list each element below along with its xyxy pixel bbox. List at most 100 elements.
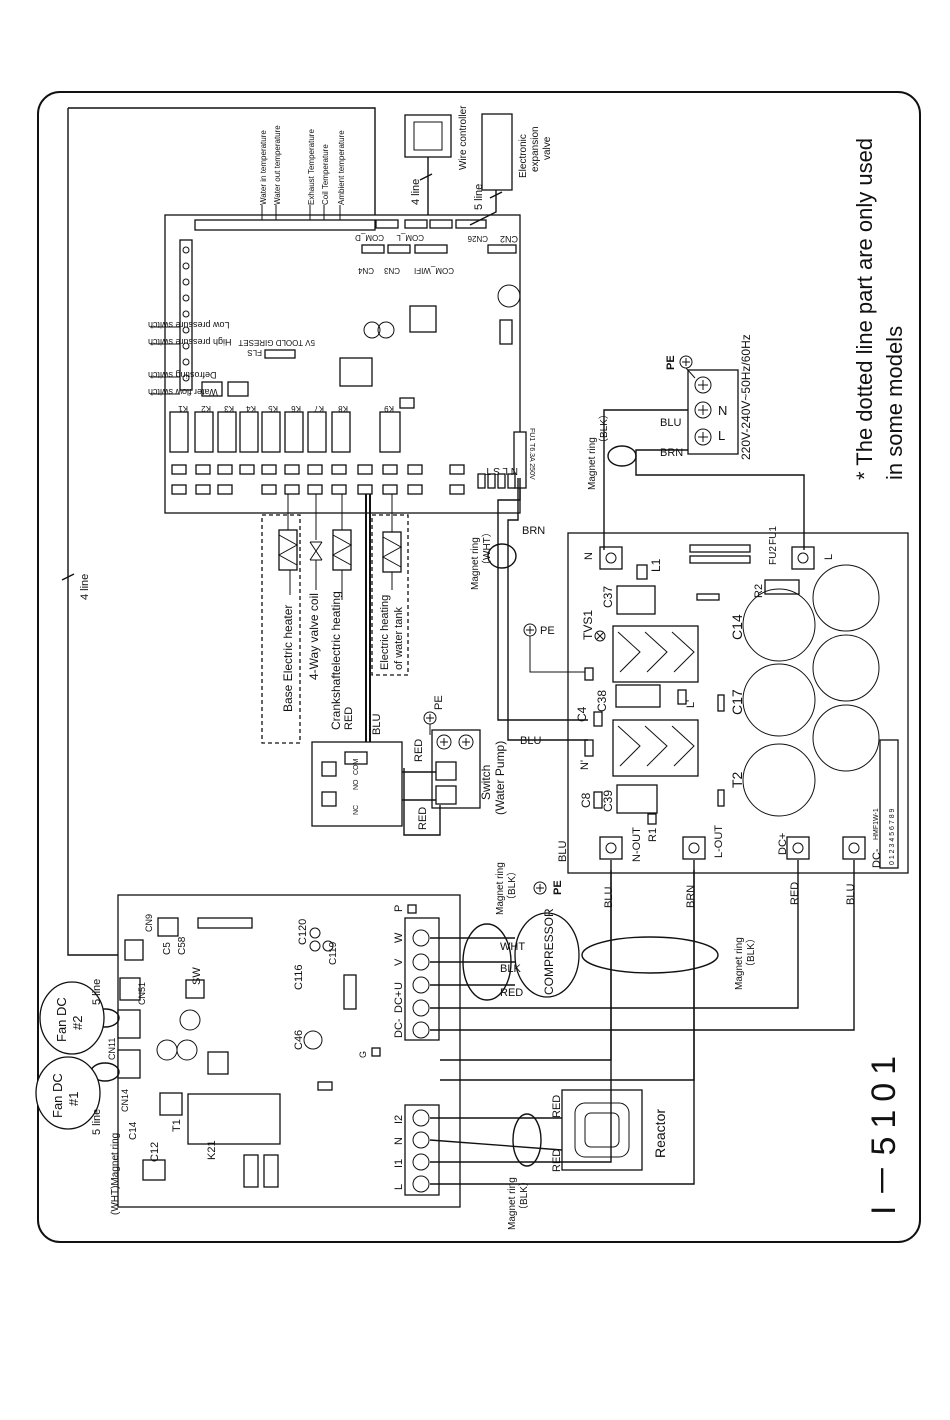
- fan1-label-1: Fan DC: [50, 1073, 65, 1118]
- comp-k9: K9: [384, 404, 394, 413]
- cn-nlst: N L S T: [485, 465, 518, 476]
- sensor-label-3: Exhaust Temperature: [307, 129, 316, 205]
- comp-c4: C4: [575, 706, 589, 722]
- switch-pump-2: (Water Pump): [493, 741, 507, 815]
- compressor-label: COMPRESSOR: [542, 908, 556, 995]
- wire-controller-label: Wire controller: [458, 105, 469, 170]
- comp-terminal-u: U: [393, 982, 405, 990]
- comp-terminal-p: P: [393, 905, 405, 912]
- filter-n-out: N-OUT: [631, 827, 643, 862]
- pcb-text: 5V TOOLD GIRESET: [238, 338, 315, 347]
- magnet-wht-inline: (WHT)Magnet ring: [110, 1133, 121, 1215]
- pe-label-1: PE: [665, 355, 677, 370]
- filter-l-out: L-OUT: [713, 825, 725, 858]
- reactor: [561, 1089, 643, 1171]
- comp-c39: C39: [601, 790, 615, 812]
- wire-blu-2: BLU: [520, 735, 541, 747]
- expansion-valve: [481, 113, 513, 191]
- line-4-top: 4 line: [410, 179, 422, 205]
- code-hmf: HMF1W-1: [873, 808, 880, 840]
- magnet-blk-comp-1: Magnet ring: [495, 862, 506, 915]
- load-label-2: 4-Way valve coil: [307, 593, 321, 680]
- sensor-label-5: Ambient temperature: [337, 130, 346, 205]
- comp-c116: C116: [293, 965, 305, 990]
- switch-pump-1: Switch: [479, 765, 493, 800]
- comp-c37: C37: [601, 586, 615, 608]
- wire-blk: BLK: [500, 963, 521, 975]
- wire-red-1: RED: [413, 739, 425, 762]
- terminal-l-top: L: [718, 428, 725, 443]
- reactor-terminal-i1: I1: [393, 1159, 405, 1168]
- filter-board: [567, 532, 909, 874]
- comp-cn26: CN26: [467, 234, 488, 243]
- reactor-terminal-i2: I2: [393, 1115, 405, 1124]
- comp-c14-fan: C14: [128, 1121, 139, 1140]
- fls-label: FLS: [247, 348, 262, 357]
- code-digits: 0 1 2 3 4 5 6 7 8 9: [889, 808, 896, 865]
- pump-relay: [311, 741, 403, 827]
- ncno-nc: NC: [353, 805, 360, 815]
- output-terminals: [171, 464, 465, 495]
- filter-l: L: [823, 554, 835, 560]
- comp-k6: K6: [291, 404, 301, 413]
- comp-c17: C17: [729, 689, 745, 715]
- wire-red-4: RED: [789, 882, 801, 905]
- filter-n: N: [583, 552, 595, 560]
- filter-n-prime: N': [579, 760, 591, 770]
- comp-k8: K8: [338, 404, 348, 413]
- magnet-blk-top-1: Magnet ring: [587, 437, 598, 490]
- ncno-com: COM: [353, 759, 360, 776]
- wire-blu-6: BLU: [845, 884, 857, 905]
- main-control-board: [164, 214, 527, 514]
- magnet-ring-reactor: [512, 1113, 542, 1167]
- comp-cn2: CN2: [500, 234, 518, 244]
- magnet-ring-wht: [487, 543, 517, 569]
- magnet-ring-blk-dc: [581, 936, 719, 974]
- terminal-n-top: N: [718, 403, 727, 418]
- comp-cn3: CN3: [383, 266, 400, 275]
- cn-com-wifi: COM_WIFI: [414, 266, 454, 275]
- comp-terminal-v: V: [393, 958, 405, 966]
- sensor-label-4: Coil Temperature: [321, 144, 330, 205]
- magnet-blk-dc-2: （BLK）: [745, 933, 757, 972]
- switch-label-1: Low pressure switch: [148, 320, 230, 330]
- comp-c5: C5: [162, 942, 173, 955]
- wire-red-2: RED: [417, 807, 429, 830]
- comp-cn51: CN51: [137, 982, 147, 1005]
- labels: I－5101 * The dotted line part are only u…: [50, 105, 907, 1230]
- ic-chip: [339, 357, 373, 387]
- comp-fu2: FU2: [768, 546, 779, 565]
- tank-heater-box: [371, 514, 409, 676]
- load-label-4: Electric heating: [379, 595, 391, 670]
- diagram-frame: [37, 91, 921, 1243]
- wire-red-5: RED: [500, 987, 523, 999]
- filter-dcp: DC+: [777, 833, 789, 855]
- fan-dc-2: [39, 981, 105, 1055]
- comp-k1: K1: [178, 404, 188, 413]
- wire-blu-4: BLU: [557, 841, 569, 862]
- line-4-left: 4 line: [79, 574, 91, 600]
- fan2-label-2: #2: [70, 1016, 85, 1030]
- comp-l1: L1: [649, 558, 663, 572]
- comp-c119: C119: [328, 941, 339, 965]
- filter-dcm: DC-: [871, 848, 883, 868]
- line-5-fan2: 5 line: [91, 979, 103, 1005]
- note-line-2: in some models: [882, 326, 907, 480]
- wire-brn-3: BRN: [685, 885, 697, 908]
- wire-blu-3: BLU: [660, 417, 681, 429]
- power-label: 220V-240V~50Hz/60Hz: [739, 334, 753, 460]
- switch-label-2: High pressure switch: [148, 337, 232, 347]
- reactor-terminal-n: N: [393, 1137, 405, 1145]
- sensor-label-2: Water out temperature: [273, 125, 282, 205]
- magnet-blk-reactor-2: （BLK）: [518, 1176, 530, 1215]
- switch-label-4: Water flow switch: [148, 387, 218, 397]
- comp-k4: K4: [246, 404, 256, 413]
- comp-r2: R2: [753, 584, 765, 598]
- inverter-board: [117, 894, 461, 1208]
- power-terminal: [687, 369, 739, 455]
- comp-c58: C58: [177, 936, 188, 955]
- comp-tvs1: TVS1: [581, 610, 595, 640]
- magnet-wht-1: Magnet ring: [470, 537, 481, 590]
- wire-brn-1: BRN: [522, 525, 545, 537]
- comp-c38: C38: [595, 690, 609, 712]
